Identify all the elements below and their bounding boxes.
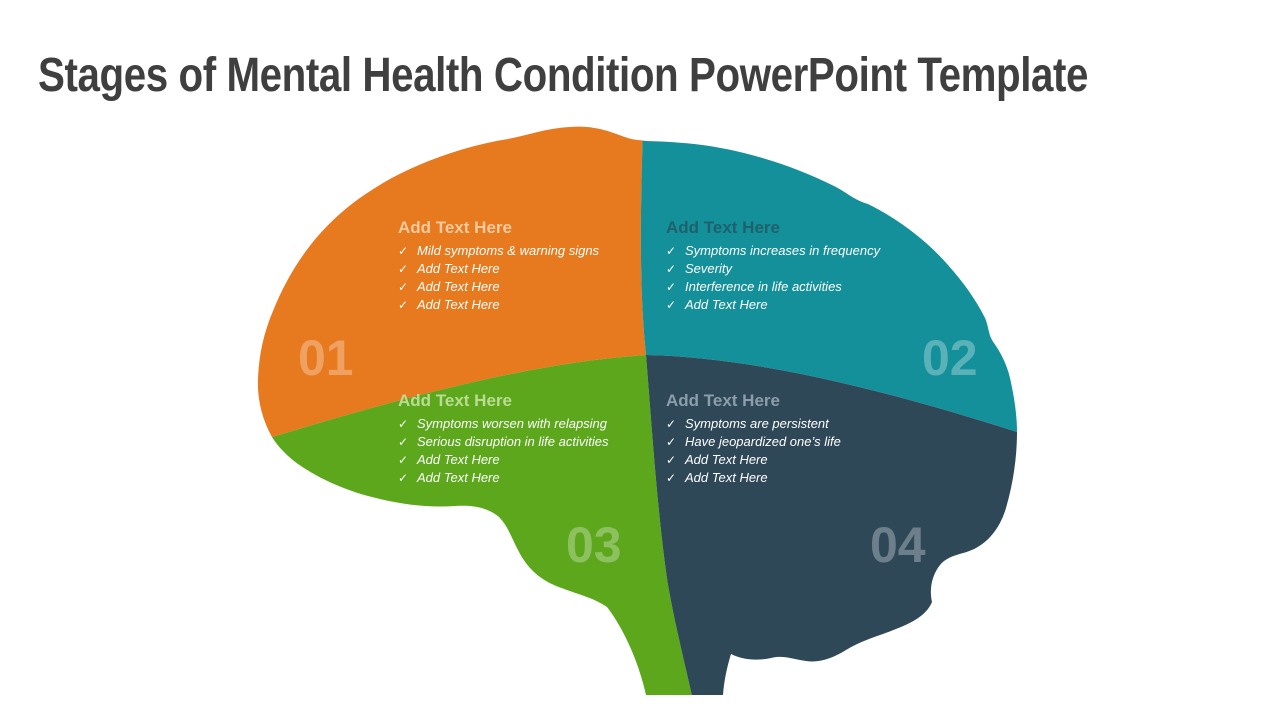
bullet-text: Add Text Here	[417, 452, 500, 467]
bullet-text: Add Text Here	[685, 452, 768, 467]
bullet-item: ✓ Symptoms increases in frequency	[666, 242, 976, 260]
bullet-item: ✓ Add Text Here	[666, 469, 976, 487]
bullet-text: Have jeopardized one’s life	[685, 434, 841, 449]
section-04-number: 04	[870, 517, 926, 573]
bullet-text: Add Text Here	[417, 297, 500, 312]
bullet-item: ✓ Symptoms worsen with relapsing	[398, 415, 668, 433]
checkmark-icon: ✓	[666, 262, 677, 276]
section-03-bullet-list: ✓ Symptoms worsen with relapsing ✓ Serious…	[398, 415, 668, 487]
bullet-text: Symptoms worsen with relapsing	[417, 416, 608, 431]
bullet-text: Symptoms are persistent	[685, 416, 829, 431]
bullet-text: Add Text Here	[417, 279, 500, 294]
bullet-item: ✓ Have jeopardized one’s life	[666, 433, 976, 451]
checkmark-icon: ✓	[666, 280, 677, 294]
bullet-text: Interference in life activities	[685, 279, 842, 294]
checkmark-icon: ✓	[666, 435, 677, 449]
bullet-item: ✓ Add Text Here	[398, 278, 668, 296]
section-04-heading: Add Text Here	[666, 391, 780, 410]
checkmark-icon: ✓	[666, 471, 677, 485]
section-03-text-placeholder[interactable]: Add Text Here ✓ Symptoms worsen with rela…	[398, 390, 668, 487]
bullet-item: ✓ Add Text Here	[666, 296, 976, 314]
section-02-bullet-list: ✓ Symptoms increases in frequency ✓ Severi…	[666, 242, 976, 314]
section-03-number: 03	[566, 517, 622, 573]
bullet-item: ✓ Severity	[666, 260, 976, 278]
bullet-text: Symptoms increases in frequency	[685, 243, 881, 258]
checkmark-icon: ✓	[398, 471, 409, 485]
bullet-text: Mild symptoms & warning signs	[417, 243, 600, 258]
bullet-text: Add Text Here	[417, 470, 500, 485]
section-01-number: 01	[298, 330, 354, 386]
checkmark-icon: ✓	[398, 417, 409, 431]
bullet-item: ✓ Add Text Here	[666, 451, 976, 469]
section-01-text-placeholder[interactable]: Add Text Here ✓ Mild symptoms & warning s…	[398, 217, 668, 314]
bullet-text: Serious disruption in life activities	[417, 434, 609, 449]
section-02-text-placeholder[interactable]: Add Text Here ✓ Symptoms increases in fre…	[666, 217, 976, 314]
bullet-item: ✓ Add Text Here	[398, 451, 668, 469]
bullet-item: ✓ Add Text Here	[398, 469, 668, 487]
bullet-item: ✓ Interference in life activities	[666, 278, 976, 296]
checkmark-icon: ✓	[666, 453, 677, 467]
bullet-text: Add Text Here	[685, 297, 768, 312]
section-04-bullet-list: ✓ Symptoms are persistent ✓ Have jeopardiz…	[666, 415, 976, 487]
bullet-item: ✓ Add Text Here	[398, 260, 668, 278]
bullet-text: Add Text Here	[417, 261, 500, 276]
checkmark-icon: ✓	[398, 453, 409, 467]
bullet-text: Add Text Here	[685, 470, 768, 485]
section-02-number: 02	[922, 330, 978, 386]
section-02-heading: Add Text Here	[666, 218, 780, 237]
checkmark-icon: ✓	[666, 244, 677, 258]
section-01-heading: Add Text Here	[398, 218, 512, 237]
section-03-heading: Add Text Here	[398, 391, 512, 410]
slide-title: Stages of Mental Health Condition PowerP…	[38, 49, 1089, 102]
checkmark-icon: ✓	[398, 280, 409, 294]
checkmark-icon: ✓	[398, 244, 409, 258]
checkmark-icon: ✓	[666, 298, 677, 312]
checkmark-icon: ✓	[398, 298, 409, 312]
bullet-text: Severity	[685, 261, 732, 276]
checkmark-icon: ✓	[398, 262, 409, 276]
bullet-item: ✓ Symptoms are persistent	[666, 415, 976, 433]
checkmark-icon: ✓	[398, 435, 409, 449]
bullet-item: ✓ Mild symptoms & warning signs	[398, 242, 668, 260]
checkmark-icon: ✓	[666, 417, 677, 431]
section-01-bullet-list: ✓ Mild symptoms & warning signs ✓ Add Text…	[398, 242, 668, 314]
bullet-item: ✓ Serious disruption in life activities	[398, 433, 668, 451]
bullet-item: ✓ Add Text Here	[398, 296, 668, 314]
section-04-text-placeholder[interactable]: Add Text Here ✓ Symptoms are persistent ✓…	[666, 390, 976, 487]
